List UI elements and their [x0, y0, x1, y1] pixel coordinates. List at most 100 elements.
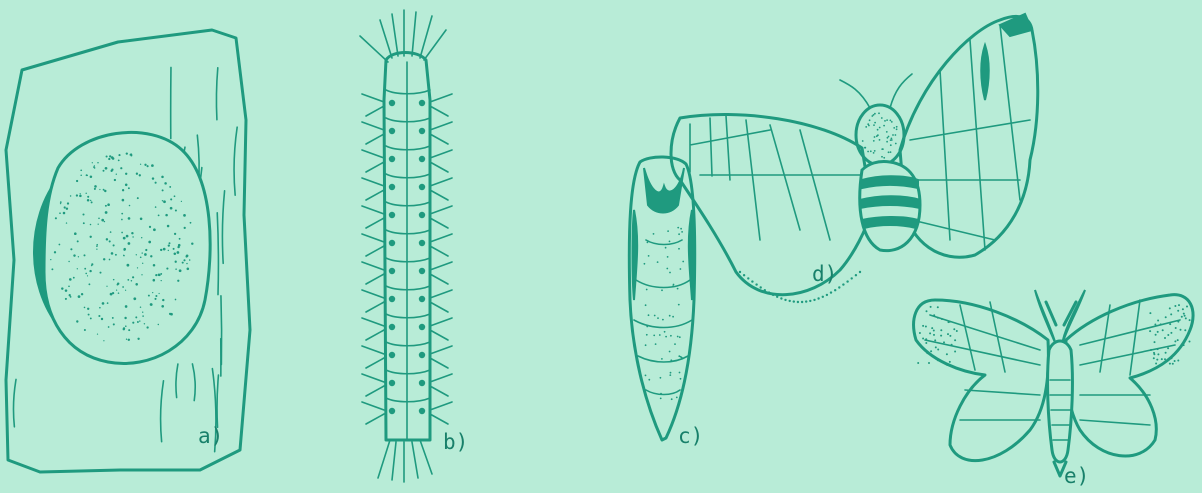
egg-stipple-dot	[122, 189, 124, 191]
egg-stipple-dot	[83, 222, 85, 224]
egg-stipple-dot	[67, 202, 69, 204]
moth-wing-fringe-dot	[772, 294, 774, 296]
egg-stipple-dot	[104, 221, 105, 222]
egg-stipple-dot	[77, 268, 78, 269]
egg-stipple-dot	[105, 205, 107, 207]
moth-wing-stipple-dot	[1177, 339, 1179, 341]
moth-wing-stipple-dot	[922, 338, 924, 340]
moth-wing-stipple-dot	[1153, 352, 1155, 354]
moth-wing-stipple-dot	[1169, 363, 1171, 365]
moth-wing-stipple-dot	[931, 327, 933, 329]
egg-stipple-dot	[142, 315, 144, 317]
egg-stipple-dot	[60, 203, 61, 204]
pupa-stipple-dot	[646, 289, 648, 291]
larva-hair	[430, 206, 452, 228]
egg-stipple-dot	[177, 280, 179, 282]
egg-stipple-dot	[144, 253, 147, 256]
egg-stipple-dot	[51, 268, 53, 270]
egg-stipple-dot	[128, 217, 131, 220]
moth-wing-stipple-dot	[947, 333, 949, 335]
moth-wing-stipple-dot	[1172, 363, 1174, 365]
egg-stipple-dot	[170, 198, 172, 200]
moth-wing-fringe-dot	[760, 286, 762, 288]
egg-stipple-dot	[126, 235, 129, 238]
egg-stipple-dot	[169, 313, 171, 315]
egg-stipple-dot	[150, 304, 152, 306]
egg-stipple-dot	[128, 329, 130, 331]
egg-stipple-dot	[167, 225, 170, 228]
moth-thorax-dot	[869, 119, 871, 121]
moth-wing-stipple-dot	[922, 325, 924, 327]
larva-segment-line	[386, 286, 430, 290]
egg-stipple-dot	[111, 252, 114, 255]
moth-wing-stipple-dot	[919, 332, 921, 334]
pupa-stipple-dot	[654, 315, 656, 317]
pupa-stipple-dot	[680, 268, 682, 270]
moth-thorax-dot	[886, 131, 888, 133]
egg-stipple-dot	[126, 339, 127, 340]
moth-wing-fringe-dot	[780, 297, 782, 299]
larva-tubercle	[389, 100, 395, 106]
egg-stipple-dot	[117, 284, 119, 286]
egg-stipple-dot	[109, 240, 111, 242]
larva-segment-line	[386, 342, 430, 346]
pupa-stipple-dot	[670, 359, 672, 361]
larva-hair	[362, 150, 384, 172]
egg-stipple-dot	[113, 279, 115, 281]
pupa-stipple-dot	[653, 233, 655, 235]
egg-stipple-dot	[73, 254, 75, 256]
egg-stipple-dot	[152, 177, 154, 179]
egg-stipple-dot	[137, 321, 139, 323]
moth-wing-fringe-dot	[755, 283, 757, 285]
pupa-stipple-dot	[677, 288, 679, 290]
pupa-stipple-dot	[665, 247, 667, 249]
egg-stipple-dot	[108, 158, 110, 160]
moth-thorax-dot	[886, 141, 888, 143]
moth-wing-fringe-dot	[805, 300, 807, 302]
larva-segment-line	[386, 230, 430, 234]
moth-wing-stipple-dot	[1170, 313, 1172, 315]
moth-wing-stipple-dot	[949, 321, 951, 323]
egg-stipple-dot	[123, 237, 126, 240]
egg-stipple-dot	[105, 211, 108, 214]
bark-grain-line	[234, 127, 237, 195]
egg-stipple-dot	[135, 283, 138, 286]
egg-stipple-dot	[124, 317, 126, 319]
pupa-stipple-dot	[660, 377, 662, 379]
pupa-stipple-dot	[672, 316, 674, 318]
moth-wing-stipple-dot	[933, 334, 935, 336]
moth-wing-fringe-dot	[813, 299, 815, 301]
moth-thorax-dot	[864, 147, 866, 149]
moth-thorax-dot	[884, 120, 886, 122]
egg-stipple-dot	[191, 242, 193, 244]
egg-stipple-dot	[108, 326, 110, 328]
larva-segment-line	[386, 370, 430, 374]
pupa-stipple-dot	[672, 285, 674, 287]
egg-stipple-dot	[98, 218, 100, 220]
egg-stipple-dot	[54, 251, 56, 253]
bark-grain-line	[222, 191, 224, 263]
egg-stipple-dot	[90, 317, 92, 319]
pupa-stipple-dot	[648, 379, 650, 381]
egg-stipple-dot	[91, 265, 92, 266]
egg-stipple-dot	[66, 222, 67, 223]
egg-stipple-dot	[183, 259, 185, 261]
moth-wing-stipple-dot	[946, 353, 948, 355]
egg-stipple-dot	[118, 292, 120, 294]
egg-stipple-dot	[160, 273, 162, 275]
egg-stipple-dot	[84, 307, 86, 309]
moth-wing-fringe-dot	[855, 274, 857, 276]
pupa-stipple-dot	[653, 335, 655, 337]
egg-stipple-dot	[162, 299, 164, 301]
egg-stipple-dot	[177, 251, 180, 254]
moth-wing-stipple-dot	[1184, 329, 1186, 331]
egg-stipple-dot	[78, 256, 79, 257]
moth-wing-stipple-dot	[1178, 304, 1180, 306]
egg-stipple-dot	[175, 299, 177, 301]
moth-thorax-dot	[896, 126, 898, 128]
larva-hair	[430, 150, 452, 172]
egg-stipple-dot	[186, 263, 187, 264]
larva-tubercle	[389, 268, 395, 274]
larva-hair	[430, 262, 452, 284]
egg-stipple-dot	[163, 248, 166, 251]
